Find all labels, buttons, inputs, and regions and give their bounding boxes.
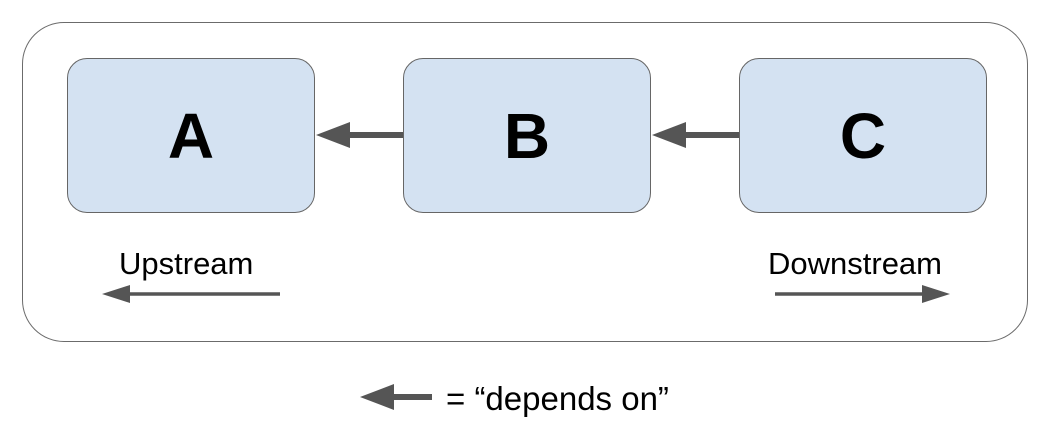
node-c: C [739, 58, 987, 213]
node-a: A [67, 58, 315, 213]
legend-arrow [360, 384, 432, 410]
downstream-arrow [775, 285, 950, 303]
node-a-label: A [167, 99, 215, 172]
edge-c-to-b-arrow [652, 122, 739, 148]
downstream-label: Downstream [768, 246, 942, 281]
edge-b-to-a-arrow [316, 122, 403, 148]
node-b-label: B [503, 99, 551, 172]
upstream-label: Upstream [119, 246, 254, 281]
node-c-label: C [839, 99, 887, 172]
upstream-arrow [102, 285, 280, 303]
legend-label: = “depends on” [446, 380, 669, 417]
node-b: B [403, 58, 651, 213]
